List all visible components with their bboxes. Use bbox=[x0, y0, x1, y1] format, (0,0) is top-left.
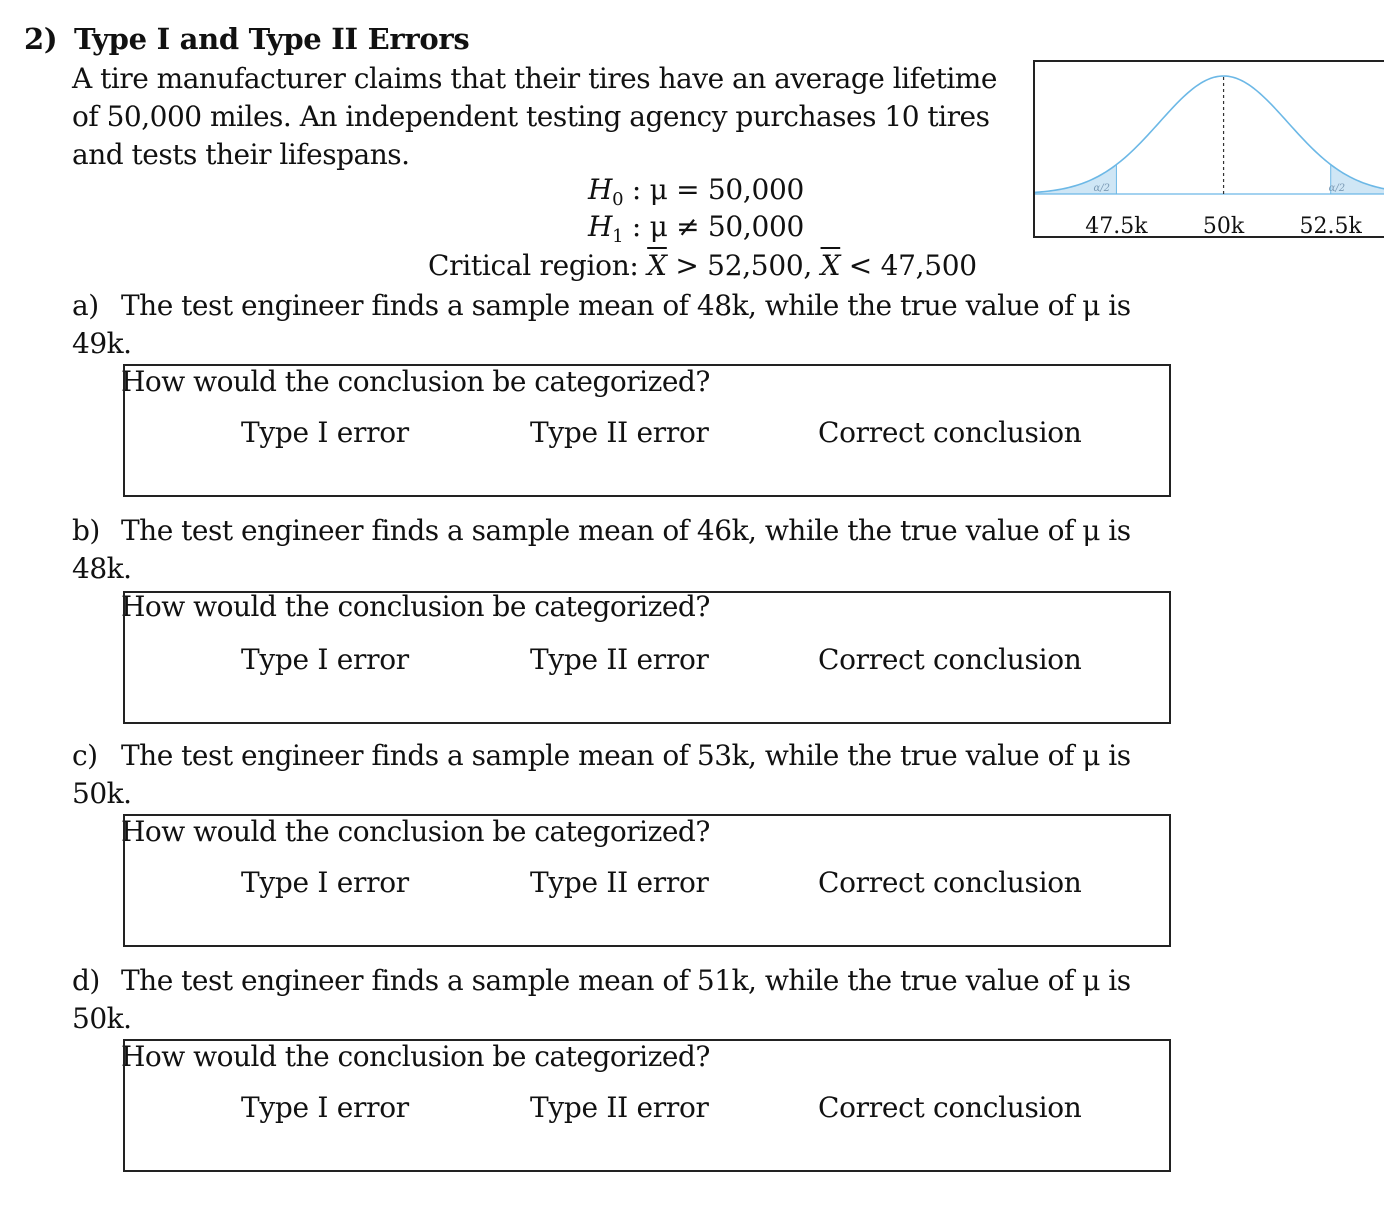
option-type-i-error[interactable]: Type I error bbox=[241, 1091, 409, 1124]
question-letter: c) bbox=[72, 739, 98, 772]
question-letter: a) bbox=[72, 289, 99, 322]
intro-paragraph: A tire manufacturer claims that their ti… bbox=[72, 62, 997, 171]
question-text: The test engineer finds a sample mean of… bbox=[72, 964, 1131, 1035]
question-prompt: How would the conclusion be categorized? bbox=[121, 815, 710, 848]
null-hypothesis: H0 : μ = 50,000 bbox=[588, 173, 804, 210]
answer-box-a: Type I error Type II error Correct concl… bbox=[123, 364, 1171, 497]
answer-box-c: Type I error Type II error Correct concl… bbox=[123, 814, 1171, 947]
tick-label: 47.5k bbox=[1085, 214, 1148, 238]
question-prompt: How would the conclusion be categorized? bbox=[121, 1040, 710, 1073]
option-type-ii-error[interactable]: Type II error bbox=[530, 1091, 709, 1124]
tick-label: 50k bbox=[1203, 214, 1245, 238]
left-tail-label: α/2 bbox=[1093, 183, 1109, 194]
question-letter: d) bbox=[72, 964, 100, 997]
option-correct-conclusion[interactable]: Correct conclusion bbox=[818, 1091, 1082, 1124]
option-type-ii-error[interactable]: Type II error bbox=[530, 416, 709, 449]
answer-box-b: Type I error Type II error Correct concl… bbox=[123, 591, 1171, 724]
question-a: a)The test engineer finds a sample mean … bbox=[72, 287, 1192, 401]
question-text: The test engineer finds a sample mean of… bbox=[72, 514, 1131, 585]
critical-lower-bound: < 47,500 bbox=[840, 249, 977, 282]
critical-label: Critical region: bbox=[428, 249, 648, 282]
question-text: The test engineer finds a sample mean of… bbox=[72, 739, 1131, 810]
h1-subscript: 1 bbox=[612, 226, 624, 247]
option-correct-conclusion[interactable]: Correct conclusion bbox=[818, 643, 1082, 676]
question-d: d)The test engineer finds a sample mean … bbox=[72, 962, 1192, 1076]
right-tail-region bbox=[1330, 164, 1384, 194]
answer-box-d: Type I error Type II error Correct concl… bbox=[123, 1039, 1171, 1172]
question-c: c)The test engineer finds a sample mean … bbox=[72, 737, 1192, 851]
alternative-hypothesis: H1 : μ ≠ 50,000 bbox=[588, 210, 804, 247]
critical-xbar-upper: X bbox=[647, 249, 667, 282]
normal-distribution-chart: α/2 α/2 47.5k 50k 52.5k bbox=[1033, 60, 1384, 238]
critical-xbar-lower: X bbox=[820, 249, 841, 282]
question-text: The test engineer finds a sample mean of… bbox=[72, 289, 1131, 360]
option-type-ii-error[interactable]: Type II error bbox=[530, 643, 709, 676]
question-prompt: How would the conclusion be categorized? bbox=[121, 365, 710, 398]
h0-symbol: H bbox=[588, 173, 613, 206]
section-heading: 2) Type I and Type II Errors bbox=[24, 22, 470, 56]
option-type-i-error[interactable]: Type I error bbox=[241, 643, 409, 676]
question-prompt: How would the conclusion be categorized? bbox=[121, 590, 710, 623]
tick-label: 52.5k bbox=[1300, 214, 1363, 238]
bell-curve bbox=[1035, 75, 1384, 194]
critical-region: Critical region: X > 52,500, X < 47,500 bbox=[428, 249, 977, 282]
distribution-svg: α/2 α/2 47.5k 50k 52.5k bbox=[1035, 75, 1384, 238]
question-b: b)The test engineer finds a sample mean … bbox=[72, 512, 1192, 626]
h1-symbol: H bbox=[588, 210, 613, 243]
h0-subscript: 0 bbox=[612, 189, 624, 210]
option-type-i-error[interactable]: Type I error bbox=[241, 866, 409, 899]
option-type-i-error[interactable]: Type I error bbox=[241, 416, 409, 449]
h0-statement: : μ = 50,000 bbox=[623, 173, 805, 206]
critical-upper-bound: > 52,500, bbox=[666, 249, 821, 282]
option-correct-conclusion[interactable]: Correct conclusion bbox=[818, 416, 1082, 449]
option-correct-conclusion[interactable]: Correct conclusion bbox=[818, 866, 1082, 899]
right-tail-label: α/2 bbox=[1329, 183, 1345, 194]
left-tail-region bbox=[1035, 164, 1117, 194]
question-letter: b) bbox=[72, 514, 100, 547]
h1-statement: : μ ≠ 50,000 bbox=[623, 210, 805, 243]
section-number: 2) bbox=[24, 22, 58, 56]
section-title: Type I and Type II Errors bbox=[74, 22, 470, 56]
option-type-ii-error[interactable]: Type II error bbox=[530, 866, 709, 899]
